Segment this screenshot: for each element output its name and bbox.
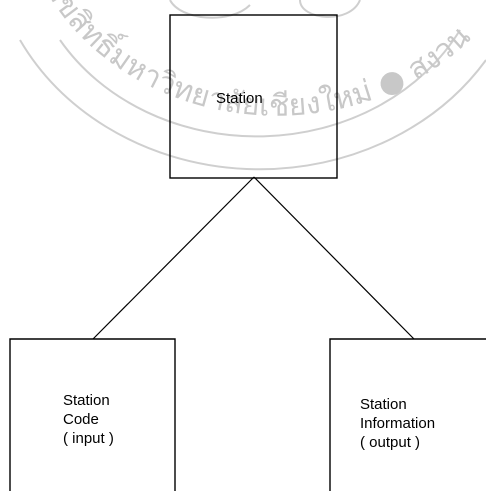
edge-root-to-station-information	[253, 176, 415, 340]
station-information-line-3: ( output )	[360, 434, 421, 451]
watermark-seal: ลิขสิทธิ์มหาวิทยาลัยเชียงใหม่ ● สงวนลิขส…	[0, 0, 486, 171]
station-code-line-2: Code	[63, 411, 99, 428]
station-box	[169, 14, 338, 179]
station-code-label: Station Code ( input )	[63, 391, 114, 448]
edge-root-to-station-code	[92, 176, 255, 340]
station-information-box	[329, 338, 486, 491]
station-code-box	[9, 338, 176, 491]
station-information-label: Station Information ( output )	[360, 395, 435, 452]
station-code-line-3: ( input )	[63, 430, 114, 447]
station-label-text: Station	[216, 90, 263, 107]
station-label: Station	[216, 89, 263, 108]
station-information-line-1: Station	[360, 396, 407, 413]
station-information-line-2: Information	[360, 415, 436, 432]
station-code-line-1: Station	[63, 392, 110, 409]
